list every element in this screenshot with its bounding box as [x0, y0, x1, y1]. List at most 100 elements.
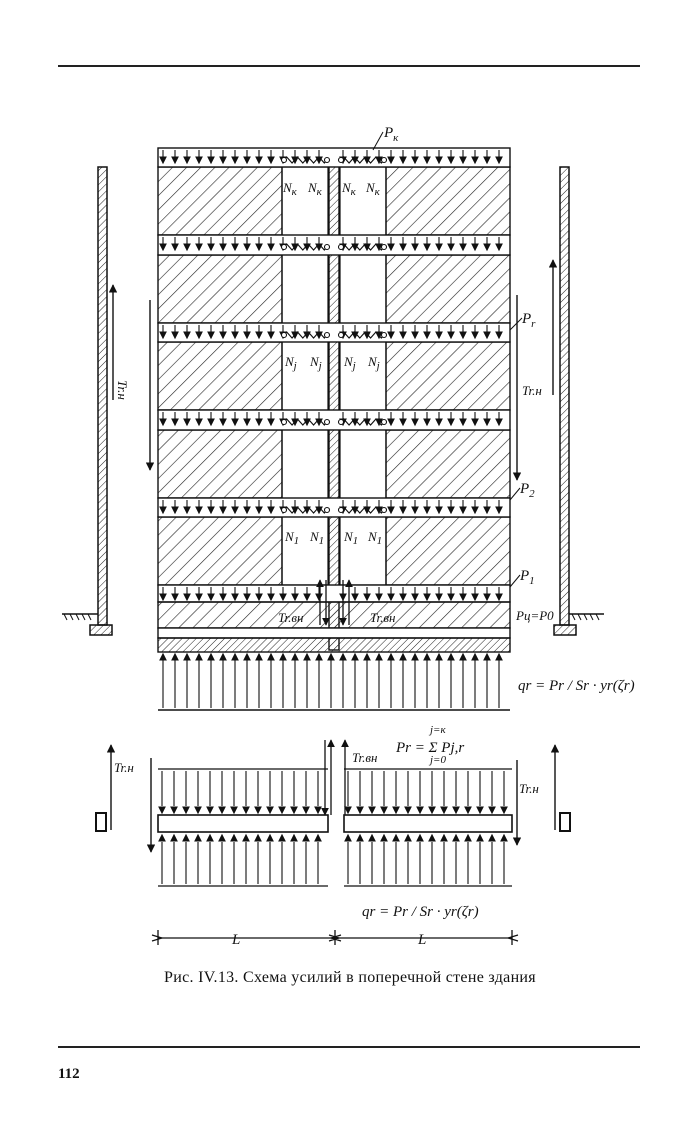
- left-small-column: [95, 812, 107, 832]
- soil-arrow-head: [435, 652, 443, 661]
- load-arrow-head: [207, 243, 215, 252]
- soil-arrow-head: [423, 652, 431, 661]
- connection-spring: [283, 156, 328, 164]
- beam-down-arrow-head: [278, 806, 286, 815]
- soil-arrow-head: [315, 652, 323, 661]
- label-n-1-1: N1: [284, 529, 299, 547]
- beam-down-arrow-head: [182, 806, 190, 815]
- spring-hinge: [323, 331, 331, 339]
- soil-arrow-head: [447, 652, 455, 661]
- soil-arrow-head: [411, 652, 419, 661]
- load-arrow-head: [411, 156, 419, 165]
- load-arrow-head: [399, 156, 407, 165]
- foundation-base: [157, 637, 511, 653]
- label-sum-bottom: j=0: [428, 754, 446, 766]
- right-wall-panels: [385, 166, 511, 586]
- label-n-1-2: N1: [309, 529, 324, 547]
- load-arrow-head: [159, 418, 167, 427]
- load-arrow-head: [267, 243, 275, 252]
- beam-down-arrow-head: [464, 806, 472, 815]
- right-column: [559, 166, 570, 626]
- soil-arrow-head: [399, 652, 407, 661]
- spring-hinge: [280, 418, 288, 426]
- central-joint: [328, 159, 340, 651]
- load-arrow-head: [459, 331, 467, 340]
- spring-hinge: [380, 156, 388, 164]
- label-t-rn-right: Tr.н: [522, 383, 542, 398]
- load-arrow-head: [471, 593, 479, 602]
- beam-down-arrow-head: [476, 806, 484, 815]
- beam-down-arrow-head: [488, 806, 496, 815]
- load-arrow-head: [495, 506, 503, 515]
- beam-up-arrow-head: [428, 833, 436, 842]
- load-arrow-head: [447, 243, 455, 252]
- connection-spring: [283, 418, 328, 426]
- page-number: 112: [58, 1066, 80, 1082]
- beam-up-arrow-head: [452, 833, 460, 842]
- spring-hinge: [380, 506, 388, 514]
- connection-spring: [340, 156, 385, 164]
- right-footing: [553, 624, 577, 636]
- beam-up-arrow-head: [158, 833, 166, 842]
- label-n-1-4: N1: [367, 529, 382, 547]
- label-n-j-2: Nj: [309, 354, 322, 372]
- beam-up-arrow-head: [500, 833, 508, 842]
- spring-hinge: [337, 506, 345, 514]
- label-n-k-2: Nк: [307, 180, 323, 198]
- spring-hinge: [323, 418, 331, 426]
- load-arrow-head: [219, 156, 227, 165]
- load-arrow-head: [183, 593, 191, 602]
- beam-down-arrow-head: [242, 806, 250, 815]
- load-arrow-head: [255, 243, 263, 252]
- left-wall-panels: [157, 166, 283, 586]
- load-arrow-head: [471, 156, 479, 165]
- label-t-rvn-right: Tr.вн: [370, 610, 395, 625]
- beam-up-arrow-head: [356, 833, 364, 842]
- beam-down-arrow-head: [206, 806, 214, 815]
- load-arrow-head: [171, 331, 179, 340]
- label-p-2: P2: [519, 481, 535, 500]
- load-arrow-head: [387, 156, 395, 165]
- connection-spring: [340, 243, 385, 251]
- load-arrow-head: [195, 156, 203, 165]
- spring-hinge: [337, 156, 345, 164]
- connection-spring: [340, 506, 385, 514]
- load-arrow-head: [447, 156, 455, 165]
- label-t-rvn-left: Tr.вн: [278, 610, 303, 625]
- beam-down-arrow-head: [500, 806, 508, 815]
- beam-up-arrow-head: [392, 833, 400, 842]
- beam-down-arrow-head: [158, 806, 166, 815]
- load-arrow-head: [231, 156, 239, 165]
- load-arrow-head: [267, 331, 275, 340]
- upper-wall-scheme: Pк Nк Nк Nк Nк Nj Nj Nj Nj N1 N1 N1 N1 P…: [62, 125, 635, 711]
- soil-arrow-head: [207, 652, 215, 661]
- spring-hinge: [337, 331, 345, 339]
- load-arrow-head: [411, 331, 419, 340]
- label-bottom-t-rn-right: Tr.н: [519, 781, 539, 796]
- soil-arrow-head: [303, 652, 311, 661]
- load-arrow-head: [207, 506, 215, 515]
- connection-spring: [283, 243, 328, 251]
- ground-right: [569, 613, 604, 621]
- spring-hinge: [280, 156, 288, 164]
- load-arrow-head: [219, 593, 227, 602]
- load-arrow-head: [159, 243, 167, 252]
- beam-up-arrow-head: [254, 833, 262, 842]
- soil-arrow-head: [195, 652, 203, 661]
- load-arrow-head: [363, 593, 371, 602]
- beam-down-arrow-head: [290, 806, 298, 815]
- label-p-1: P1: [519, 568, 535, 587]
- load-arrow-head: [159, 331, 167, 340]
- load-arrow-head: [399, 331, 407, 340]
- beam-down-arrow-head: [428, 806, 436, 815]
- figure-caption: Рис. IV.13. Схема усилий в поперечной ст…: [164, 969, 536, 986]
- connection-spring: [340, 331, 385, 339]
- spring-hinge: [380, 243, 388, 251]
- load-arrow-head: [195, 506, 203, 515]
- right-small-column: [559, 812, 571, 832]
- load-arrow-head: [459, 156, 467, 165]
- load-arrow-head: [207, 331, 215, 340]
- load-arrow-head: [291, 593, 299, 602]
- soil-arrow-head: [459, 652, 467, 661]
